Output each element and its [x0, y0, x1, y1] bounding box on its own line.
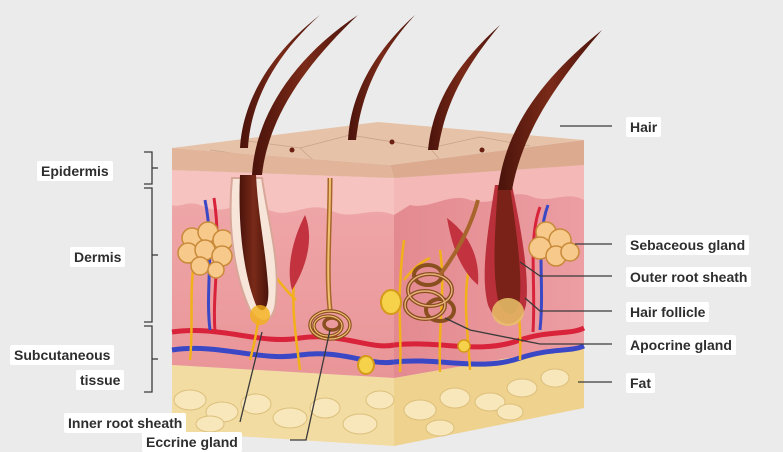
label-inner-root-sheath: Inner root sheath: [64, 413, 186, 433]
corpuscle-1: [381, 290, 401, 314]
hair-bulb-right: [492, 298, 524, 326]
hair-bulb-left: [250, 305, 270, 325]
label-epidermis: Epidermis: [37, 161, 113, 181]
hair-shaft-3: [348, 15, 415, 140]
hair-shaft-1: [240, 15, 320, 148]
label-fat: Fat: [626, 373, 655, 393]
label-eccrine-gland: Eccrine gland: [142, 432, 242, 452]
label-apocrine-gland: Apocrine gland: [626, 335, 736, 355]
corpuscle-2: [358, 356, 374, 374]
label-subcutaneous-tissue: tissue: [76, 370, 124, 390]
label-hair-follicle: Hair follicle: [626, 302, 709, 322]
corpuscle-3: [458, 340, 470, 352]
label-subcutaneous: Subcutaneous: [10, 345, 114, 365]
label-hair: Hair: [626, 117, 661, 137]
label-dermis: Dermis: [70, 247, 125, 267]
label-sebaceous-gland: Sebaceous gland: [626, 235, 749, 255]
label-outer-root-sheath: Outer root sheath: [626, 267, 751, 287]
